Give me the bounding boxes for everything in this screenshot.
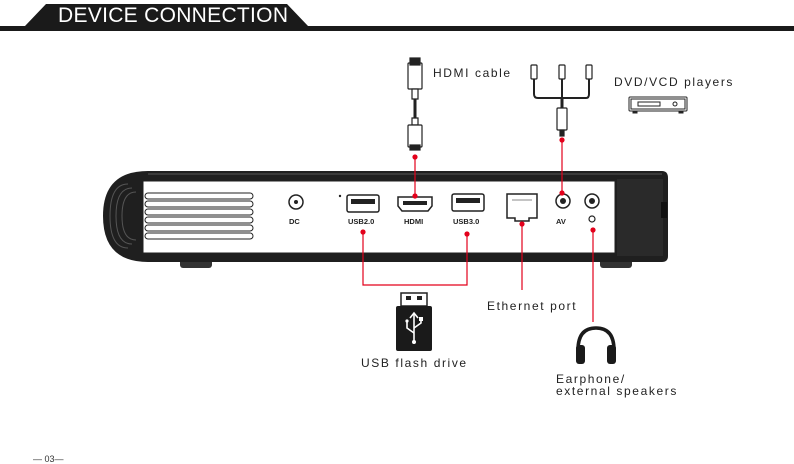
headphones-icon [576,328,616,364]
device-body [103,171,668,268]
port-label-av: AV [556,217,566,226]
usb-flash-drive-label: USB flash drive [361,356,468,370]
hdmi-cable-label: HDMI cable [433,66,512,80]
usb-flash-drive-icon [396,293,432,351]
av-cable-icon [531,65,592,136]
port-label-dc: DC [289,217,300,226]
port-label-usb2: USB2.0 [348,217,374,226]
hdmi-cable-icon [408,58,422,150]
dvd-players-label: DVD/VCD players [614,75,734,89]
dvd-player-icon [629,97,687,113]
ethernet-port-label: Ethernet port [487,299,577,313]
port-label-usb3: USB3.0 [453,217,479,226]
port-label-hdmi: HDMI [404,217,423,226]
external-speakers-label: external speakers [556,384,678,398]
